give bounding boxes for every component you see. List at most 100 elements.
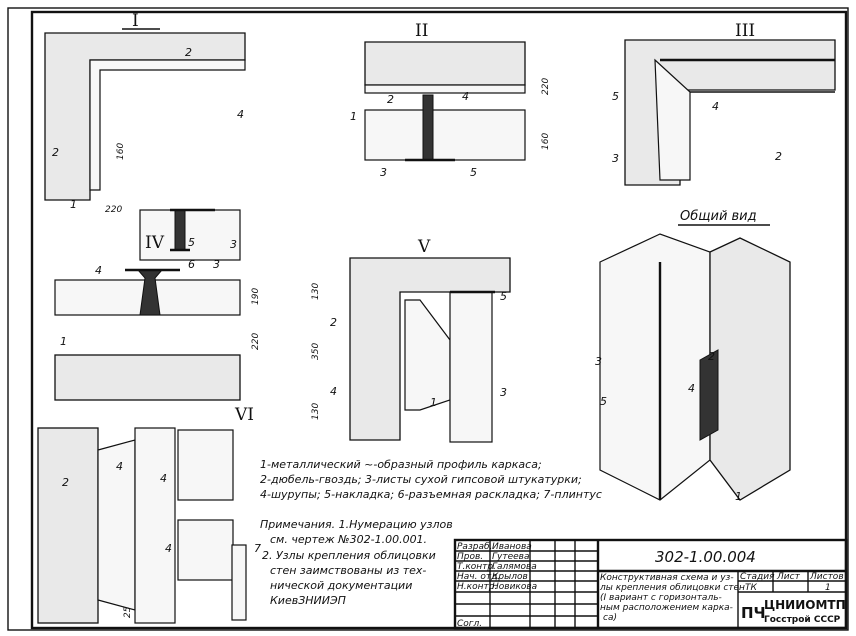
details-I-callouts-2: 3 [230, 238, 237, 251]
drawing-line [89, 59, 246, 191]
title_block-description-4: са) [603, 613, 617, 623]
title_block-sheets_header: Листов [809, 572, 844, 582]
details-II-dims-1: 160 [541, 133, 551, 150]
drawing-line [709, 237, 791, 501]
legend: 1-металлический ~-образный профиль карка… [260, 458, 602, 501]
details-general-callouts-2: 3 [595, 355, 602, 368]
drawing-line [599, 233, 711, 501]
title_block-roles-1: Пров. [457, 552, 483, 562]
details-V-callouts-0: 1 [430, 396, 437, 409]
title_block-roles-0: Разраб. [457, 542, 492, 552]
detail-III: III 5 4 3 2 [612, 21, 836, 186]
details-VI-callouts-4: 7 [254, 542, 261, 555]
title_block-org_sub: Госстрой СССР [764, 615, 841, 625]
details-VI-callouts-0: 2 [62, 476, 69, 489]
title_block-org_mark: ПЧ [741, 604, 766, 622]
details-V-callouts-3: 4 [330, 385, 337, 398]
details-VI-dims-0: 25 [123, 606, 133, 618]
details-IV-callouts-1: 3 [213, 258, 220, 271]
detail-VI: VI 2 4 4 4 7 25 [37, 405, 261, 624]
notes: Примечания. 1.Нумерацию узлов см. чертеж… [260, 518, 453, 607]
legend-line: 1-металлический ~-образный профиль карка… [260, 458, 542, 471]
drawing-line [449, 291, 493, 443]
details-II-callouts-0: 1 [350, 110, 357, 123]
title_block-roles-3: Нач. отд. [457, 572, 500, 582]
details-II-dims-0: 220 [541, 78, 551, 95]
drawing-line [139, 209, 241, 261]
legend-line: 2-дюбель-гвоздь; 3-листы сухой гипсовой … [260, 473, 582, 486]
details-I-callouts-1: 2 [185, 46, 192, 59]
drawing-line [44, 32, 246, 201]
details-I-callouts-0: 1 [70, 198, 77, 211]
detail-V: V 5 2 4 1 3 130 350 130 [311, 237, 511, 443]
general-view: Общий вид 3 5 4 2 1 [595, 209, 791, 503]
details-V-dims-1: 350 [311, 343, 321, 360]
title_block-names-3: Крылов [492, 572, 528, 582]
drawing-code: 302-1.00.004 [655, 548, 756, 566]
notes-2: 2. Узлы крепления облицовки [262, 549, 436, 562]
title_block-description-1: лы крепления облицовки стен [599, 583, 745, 593]
notes-1: см. чертеж №302-1.00.001. [270, 533, 427, 546]
details-IV-dims-1: 220 [251, 333, 261, 350]
general-view-label: Общий вид [680, 209, 757, 224]
title_block-description-2: (I вариант с горизонталь- [600, 593, 722, 603]
sheets-value: 1 [825, 583, 831, 593]
details-II-callouts-1: 2 [387, 93, 394, 106]
legend-line: 4-шурупы; 5-накладка; 6-разъемная раскла… [260, 488, 602, 501]
drawing-line [364, 84, 526, 94]
drawing-line [54, 354, 241, 401]
drawing-line [231, 544, 247, 621]
details-general-callouts-4: 5 [600, 395, 607, 408]
title_block-names-1: Гутеева [492, 552, 529, 562]
details-II-callouts-4: 5 [470, 166, 477, 179]
details-IV-callouts-2: 4 [95, 264, 102, 277]
drawing-line [404, 299, 451, 411]
details-V-callouts-2: 3 [500, 386, 507, 399]
details-III-callouts-0: 2 [775, 150, 782, 163]
details-I-callouts-3: 4 [237, 108, 244, 121]
details-VI-callouts-3: 4 [165, 542, 172, 555]
title_block-stage_header: Стадия [740, 572, 775, 582]
details-IV-dims-0: 190 [251, 288, 261, 305]
title_block-description-3: ным расположением карка- [600, 603, 733, 613]
drawing-line [174, 209, 186, 251]
title_block-sheet_header: Лист [776, 572, 801, 582]
details-V-callouts-1: 2 [330, 316, 337, 329]
notes-0: Примечания. 1.Нумерацию узлов [260, 518, 453, 531]
details-III-callouts-3: 5 [612, 90, 619, 103]
detail-IV: IV 4 6 3 1 190 220 [54, 233, 261, 401]
details-I-callouts-4: 5 [188, 236, 195, 249]
details-general-callouts-1: 2 [708, 350, 715, 363]
details-III-callouts-1: 3 [612, 152, 619, 165]
title_block-roles-4: Н.контр. [457, 582, 497, 592]
details-general-callouts-0: 1 [735, 490, 742, 503]
drawing-line [422, 94, 434, 161]
title_block-names-0: Иванова [492, 542, 532, 552]
detail-label: III [735, 21, 755, 41]
details-V-dims-0: 130 [311, 283, 321, 300]
drawing-line [699, 349, 719, 441]
drawing-line [37, 427, 99, 624]
detail-label: V [417, 237, 431, 257]
drawing-line [177, 429, 234, 501]
detail-label: II [415, 21, 428, 41]
inner-frame [30, 10, 848, 630]
detail-I: I 2 4 2 1 5 3 220 160 [44, 11, 246, 261]
detail-label: I [132, 11, 139, 31]
title_block-names-2: Галямова [492, 562, 537, 572]
details-II-callouts-3: 4 [462, 90, 469, 103]
signature-roles: Разраб. Пров. Т.контр. Нач. отд. Н.контр… [457, 542, 500, 629]
details-V-dims-2: 130 [311, 403, 321, 420]
notes-3: стен заимствованы из тех- [270, 564, 426, 577]
drawing-line [134, 427, 176, 624]
details-I-dims-0: 220 [105, 205, 122, 215]
outer-frame [7, 7, 849, 631]
drawing-line [349, 257, 511, 441]
drawing-line [453, 538, 848, 630]
notes-5: КиевЗНИИЭП [270, 594, 346, 607]
title_block-org_name: ЦНИИОМТП [764, 598, 846, 612]
details-VI-callouts-2: 4 [160, 472, 167, 485]
signature-names: Иванова Гутеева Галямова Крылов Новикова [492, 542, 537, 592]
details-IV-callouts-0: 1 [60, 335, 67, 348]
